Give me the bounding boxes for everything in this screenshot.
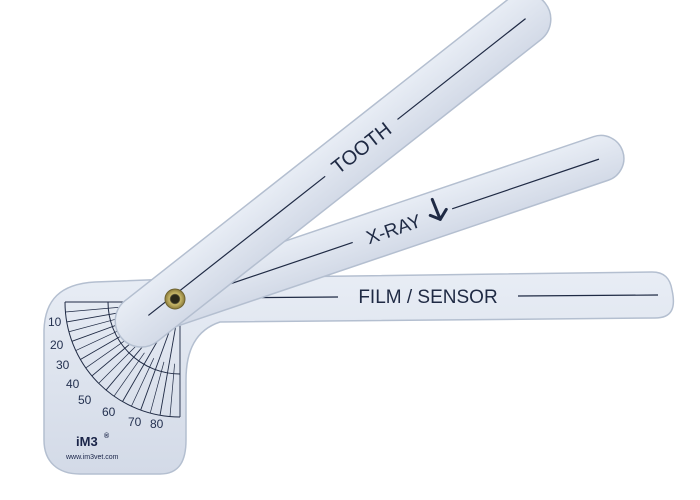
tooth-line-right: [397, 18, 526, 120]
brand-logo-text: iM3: [76, 434, 98, 449]
degree-label-20: 20: [50, 338, 64, 352]
xray-line-right: [451, 158, 600, 210]
degree-label-40: 40: [66, 377, 80, 391]
degree-label-80: 80: [150, 417, 164, 431]
im3-logo: iM3 ® www.im3vet.com: [65, 432, 119, 461]
protractor-tick-25: [75, 327, 124, 351]
film-sensor-label: FILM / SENSOR: [358, 287, 497, 308]
degree-label-10: 10: [48, 315, 62, 329]
protractor-tick-65: [131, 358, 155, 407]
degree-label-70: 70: [128, 415, 142, 429]
protractor-tick-85: [169, 363, 175, 417]
degree-label-60: 60: [102, 405, 116, 419]
arrow-down-right-icon: [428, 197, 448, 221]
rivet-icon: [164, 288, 186, 310]
degree-label-30: 30: [56, 358, 70, 372]
protractor-tick-35: [85, 337, 130, 369]
brand-website: www.im3vet.com: [65, 454, 119, 461]
film-line-right: [517, 294, 659, 297]
protractor-tick-5: [65, 307, 119, 313]
registered-mark: ®: [104, 432, 110, 440]
protractor-tick-55: [113, 352, 145, 397]
protractor-tick-75: [149, 361, 165, 414]
degree-label-50: 50: [78, 393, 92, 407]
protractor-tick-15: [68, 317, 121, 333]
film-sensor-arm: FILM / SENSOR: [43, 271, 675, 475]
xray-arm: X-RAY: [147, 134, 625, 328]
base-plate: [43, 271, 675, 475]
protractor-tick-45: [98, 345, 137, 384]
